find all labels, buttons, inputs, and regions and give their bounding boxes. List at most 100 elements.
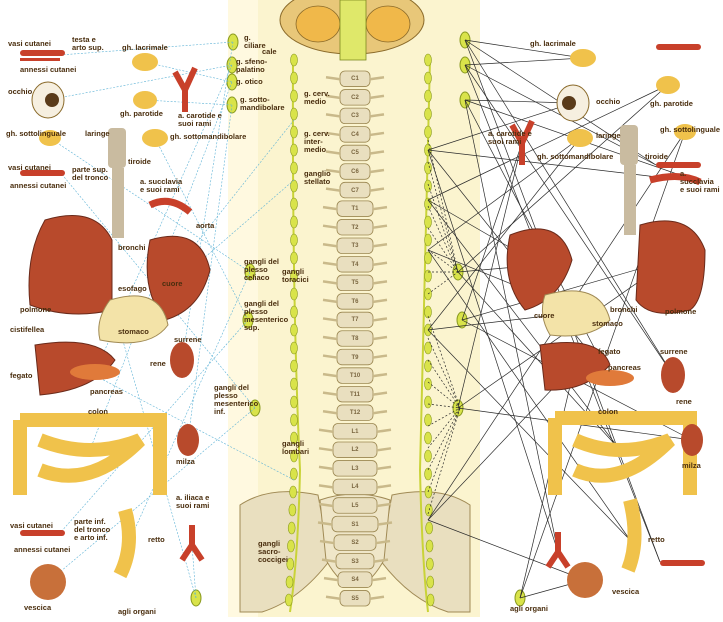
label-rene-right: rene	[676, 398, 692, 406]
kidney-left	[170, 342, 194, 378]
ganglion-right-55	[426, 540, 433, 552]
vertebra-label-L5: L5	[351, 503, 358, 509]
label-cistifellea: cistifellea	[10, 326, 44, 334]
label-parte-sup-tronco: parte sup. del tronco	[72, 166, 112, 182]
pancreas-right	[586, 370, 634, 386]
label-vasi-cutanei-3: vasi cutanei	[10, 522, 53, 530]
label-stomaco-right: stomaco	[592, 320, 623, 328]
label-retto-left: retto	[148, 536, 165, 544]
lung-right	[636, 221, 705, 313]
label-a-succlavia-left: a. succlavia e suoi rami	[140, 178, 184, 194]
label-laringe-left: laringe	[85, 130, 110, 138]
trachea-left	[112, 168, 124, 238]
label-tiroide-left: tiroide	[128, 158, 151, 166]
rectum-left	[120, 510, 129, 575]
label-gangli-lombari: gangli lombari	[282, 440, 306, 456]
ganglion-right-35	[425, 360, 432, 372]
label-g-otico: g. otico	[236, 78, 263, 86]
pancreas-left	[70, 364, 120, 380]
vertebra-label-T10: T10	[350, 373, 360, 379]
skin-vessel-left-3	[20, 530, 65, 536]
label-cale: cale	[262, 48, 277, 56]
label-bronchi-right: bronchi	[610, 306, 638, 314]
label-g-sottomandibolare: g. sotto-mandibolare	[240, 96, 274, 112]
ganglion-right-39	[425, 396, 432, 408]
label-stomaco-left: stomaco	[118, 328, 149, 336]
ganglion-right-19	[425, 216, 432, 228]
label-parte-inf-tronco: parte inf. del tronco e arto inf.	[74, 518, 114, 542]
vertebra-label-L1: L1	[351, 429, 358, 435]
label-milza-left: milza	[176, 458, 195, 466]
ganglion-left-50	[289, 504, 296, 516]
bladder-left	[30, 564, 66, 600]
colon-left	[20, 420, 160, 495]
ganglion-left-48	[290, 486, 297, 498]
label-annessi-1: annessi cutanei	[20, 66, 76, 74]
ganglion-left-52	[288, 522, 295, 534]
ganglion-left-32	[291, 342, 298, 354]
lacrimal-gland-right	[570, 49, 596, 67]
bladder-right	[567, 562, 603, 598]
parasympathetic-line-17	[48, 408, 255, 582]
vertebra-label-S4: S4	[351, 577, 358, 583]
label-vescica-right: vescica	[612, 588, 639, 596]
vertebra-label-S3: S3	[351, 559, 358, 565]
label-vasi-cutanei-2: vasi cutanei	[8, 164, 51, 172]
iliac-right	[548, 532, 568, 567]
label-polmone-left: polmone	[20, 306, 51, 314]
ganglion-right-9	[425, 126, 432, 138]
label-milza-right: milza	[682, 462, 701, 470]
vertebra-label-C2: C2	[351, 95, 359, 101]
skin-vessel-right-1	[656, 44, 701, 50]
label-gangli-mesenterico-sup: gangli del plesso mesenterico sup.	[244, 300, 296, 332]
label-cuore-left: cuore	[162, 280, 182, 288]
parasympathetic-line-11	[182, 42, 233, 360]
vertebra-label-C4: C4	[351, 132, 359, 138]
label-laringe-right: laringe	[596, 132, 621, 140]
ganglion-right-51	[425, 504, 432, 516]
ganglion-left-26	[291, 288, 298, 300]
ganglion-left-60	[285, 594, 292, 606]
label-a-carotide-right: a. carotide e suoi rami	[488, 130, 532, 146]
vertebra-label-C6: C6	[351, 169, 359, 175]
ganglion-right-59	[427, 576, 434, 588]
ganglion-right-53	[426, 522, 433, 534]
spleen-left	[177, 424, 199, 456]
label-occhio-left: occhio	[8, 88, 32, 96]
vertebra-label-L2: L2	[351, 447, 358, 453]
skin-vessel-right-2	[656, 162, 701, 168]
ganglion-right-41	[425, 414, 432, 426]
kidney-right	[661, 357, 685, 393]
ganglion-left-46	[290, 468, 297, 480]
vertebra-label-L4: L4	[351, 484, 358, 490]
vertebra-label-S1: S1	[351, 522, 358, 528]
label-cuore-right: cuore	[534, 312, 554, 320]
vertebra-label-T12: T12	[350, 410, 360, 416]
label-a-carotide-left: a. carotide e suoi rami	[178, 112, 222, 128]
skin-vessel-right-3	[660, 560, 705, 566]
label-fegato-left: fegato	[10, 372, 33, 380]
label-colon-right: colon	[598, 408, 618, 416]
vertebra-label-T1: T1	[351, 206, 358, 212]
ganglion-left-20	[291, 234, 298, 246]
iliac-left	[182, 525, 202, 560]
ganglion-left-0	[291, 54, 298, 66]
ganglion-left-34	[291, 360, 298, 372]
label-gh-parotide-left: gh. parotide	[120, 110, 163, 118]
label-surrene-left: surrene	[174, 336, 202, 344]
vertebra-label-C3: C3	[351, 113, 359, 119]
ganglion-left-38	[291, 396, 298, 408]
vertebra-label-T6: T6	[351, 299, 358, 305]
vertebra-label-S2: S2	[351, 540, 358, 546]
label-esofago: esofago	[118, 285, 147, 293]
label-bronchi-left: bronchi	[118, 244, 146, 252]
label-a-succlavia-right: a. succlavia e suoi rami	[680, 170, 720, 194]
label-retto-right: retto	[648, 536, 665, 544]
label-colon-left: colon	[88, 408, 108, 416]
ganglion-left-4	[291, 90, 298, 102]
ganglion-right-1	[425, 54, 432, 66]
label-annessi-3: annessi cutanei	[14, 546, 70, 554]
vertebra-label-T7: T7	[351, 317, 358, 323]
ganglion-right-33	[425, 342, 432, 354]
larynx-left	[108, 128, 126, 168]
